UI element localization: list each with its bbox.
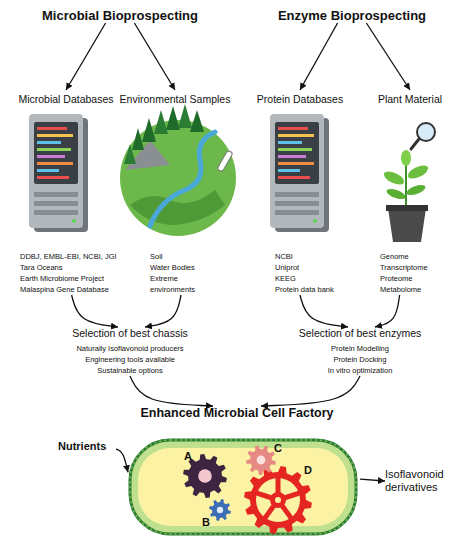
flow-arrow	[134, 23, 175, 90]
criterion-item: Protein Docking	[285, 354, 435, 365]
gear-axle	[198, 469, 212, 483]
cell-outline	[128, 438, 360, 536]
source-node: Plant MaterialGenomeTranscriptomeProteom…	[358, 90, 462, 295]
list-item: Protein data bank	[248, 284, 352, 295]
title-node: Enhanced Microbial Cell Factory	[117, 406, 357, 421]
gear-axle	[217, 507, 223, 513]
tree	[124, 144, 136, 164]
cytoplasm	[138, 448, 348, 526]
output-node: Isoflavonoid derivatives	[385, 468, 465, 494]
leaf	[406, 163, 430, 181]
flow-arrow	[375, 295, 400, 327]
heading-node: Enzyme Bioprospecting	[262, 8, 442, 23]
gear	[244, 466, 312, 534]
mountain	[125, 140, 170, 170]
tree	[178, 104, 192, 128]
selection-node: Selection of best chassisNaturally Isofl…	[55, 327, 205, 376]
flow-arrow	[130, 376, 213, 406]
leaf	[405, 183, 427, 197]
cell-node: A B C D	[128, 438, 360, 536]
leaf	[385, 187, 407, 201]
potted-plant	[382, 123, 435, 242]
flow-arrow	[300, 295, 348, 327]
flow-arrow	[66, 23, 106, 90]
test-tube	[217, 150, 233, 172]
list-item: Soil	[115, 251, 206, 262]
gear-letter: D	[304, 464, 312, 476]
criterion-item: Engineering tools available	[55, 354, 205, 365]
source-heading: Environmental Samples	[115, 93, 235, 106]
cell-wall	[130, 440, 356, 534]
flow-arrow	[261, 376, 360, 406]
flow-arrow	[360, 479, 385, 481]
pot-rim	[386, 205, 428, 211]
source-node: Protein DatabasesNCBIUniprotKEEGProtein …	[248, 90, 352, 295]
tree	[154, 110, 168, 134]
list-item: Uniprot	[248, 262, 352, 273]
globe-body	[120, 120, 236, 236]
gear	[246, 445, 276, 475]
list-item: Tara Oceans	[10, 262, 122, 273]
list-item: Proteome	[358, 273, 462, 284]
input-label: Nutrients	[58, 440, 116, 453]
flow-arrow	[366, 23, 410, 90]
gear-letter: C	[274, 442, 282, 454]
gear-letter: A	[184, 450, 192, 462]
output-label: Isoflavonoid derivatives	[385, 468, 465, 494]
gear-hub	[270, 492, 286, 508]
source-node: Environmental SamplesSoilWater BodiesExt…	[115, 90, 235, 295]
magnifier-handle	[411, 139, 419, 149]
flow-arrow	[300, 23, 338, 90]
list-item: Metabolome	[358, 284, 462, 295]
tree	[132, 128, 144, 150]
list-item: Water Bodies	[115, 262, 206, 273]
section-heading: Microbial Bioprospecting	[30, 8, 210, 23]
flow-arrow	[145, 295, 181, 327]
earth-globe	[120, 104, 236, 236]
selection-node: Selection of best enzymesProtein Modelli…	[285, 327, 435, 376]
plant-stem	[405, 160, 407, 208]
river	[150, 132, 215, 226]
list-item: DDBJ, EMBL-EBI, NCBI, JGI	[10, 251, 122, 262]
list-item: Earth Microbiome Project	[10, 273, 122, 284]
selection-heading: Selection of best chassis	[55, 327, 205, 340]
criterion-item: Protein Modelling	[285, 343, 435, 354]
gear-letter: B	[202, 516, 210, 528]
criterion-item: Naturally Isoflavonoid producers	[55, 343, 205, 354]
source-heading: Microbial Databases	[10, 93, 122, 106]
gear-hollow	[256, 478, 300, 522]
gear-axle	[257, 456, 266, 465]
leaf	[401, 150, 411, 166]
input-node: Nutrients	[58, 440, 116, 453]
leaf	[382, 169, 406, 187]
criterion-item: Sustainable options	[55, 365, 205, 376]
tree	[166, 106, 180, 130]
list-item: KEEG	[248, 273, 352, 284]
server-icon	[270, 114, 329, 232]
gear-axle	[275, 497, 281, 503]
gear	[209, 499, 231, 521]
factory-title: Enhanced Microbial Cell Factory	[117, 406, 357, 421]
list-item: Genome	[358, 251, 462, 262]
source-heading: Protein Databases	[248, 93, 352, 106]
criterion-item: In vitro optimization	[285, 365, 435, 376]
flow-arrow	[72, 295, 118, 327]
list-item: Transcriptome	[358, 262, 462, 273]
section-heading: Enzyme Bioprospecting	[262, 8, 442, 23]
list-item: Malaspina Gene Database	[10, 284, 122, 295]
flow-arrow	[116, 449, 128, 472]
heading-node: Microbial Bioprospecting	[30, 8, 210, 23]
server-icon	[29, 114, 88, 232]
tree	[142, 118, 156, 142]
list-item: NCBI	[248, 251, 352, 262]
cell-edge	[130, 440, 356, 534]
source-node: Microbial DatabasesDDBJ, EMBL-EBI, NCBI,…	[10, 90, 122, 295]
plant-pot	[388, 208, 426, 242]
tree	[190, 110, 204, 132]
list-item: Extreme environments	[115, 273, 206, 295]
selection-heading: Selection of best enzymes	[285, 327, 435, 340]
source-heading: Plant Material	[358, 93, 462, 106]
